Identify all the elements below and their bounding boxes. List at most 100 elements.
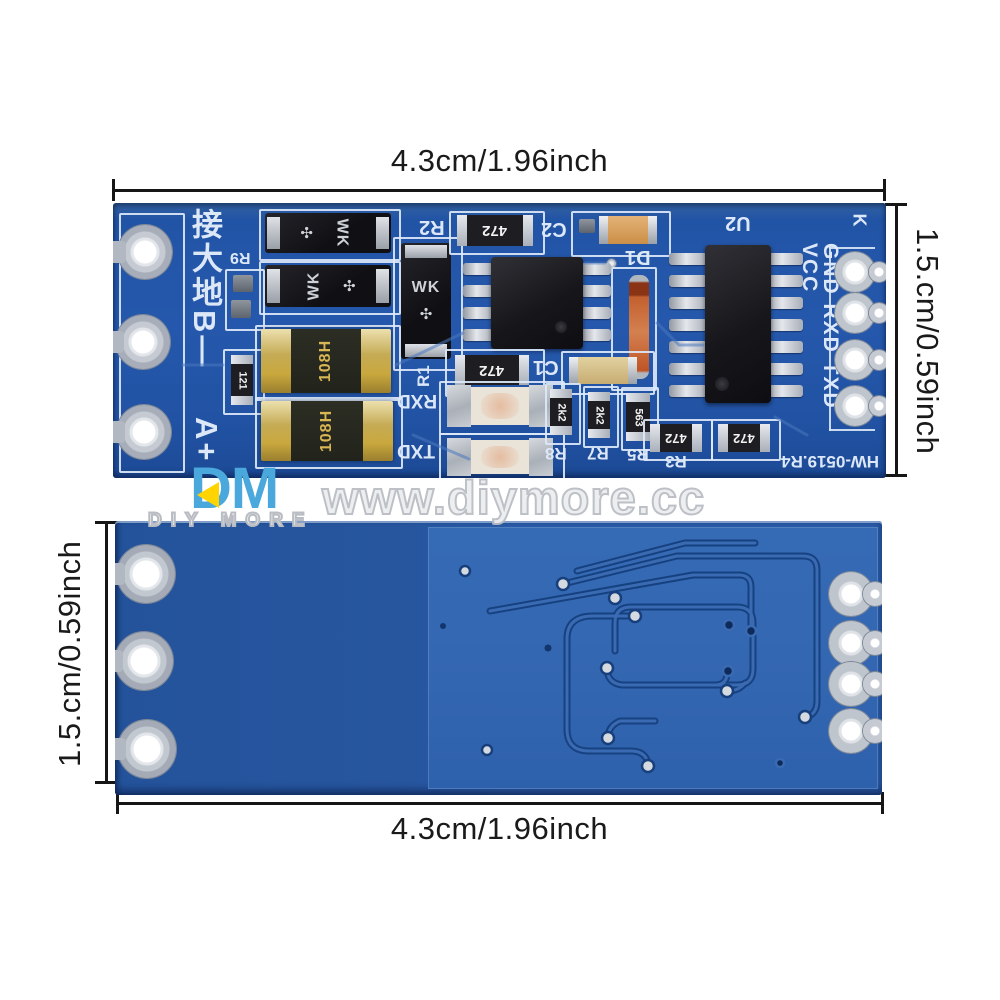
ic-soic16 (705, 245, 771, 403)
ic-lead (463, 263, 493, 275)
fuse: 108H (261, 401, 393, 461)
ic-lead (463, 307, 493, 319)
diode: WK ✣ (265, 265, 391, 307)
ic-dimple (555, 321, 567, 333)
silk-box (449, 211, 545, 255)
ic-lead (581, 285, 611, 297)
terminal-pad (113, 405, 171, 459)
silk-box (439, 433, 565, 478)
silk-bracket (829, 247, 831, 431)
ic-lead (463, 329, 493, 341)
ic-lead (581, 329, 611, 341)
dimension-tick (95, 781, 117, 784)
header-pad-hole (869, 396, 886, 416)
vias (440, 564, 813, 774)
logo-triangle-icon (197, 482, 219, 508)
diode-logo-icon: ✣ (343, 278, 356, 295)
pcb-front-view: 接大地B— A+ R9 121 ✣ WK WK ✣ WK ✣ 108H (113, 203, 886, 478)
dimension-top-label: 4.3cm/1.96inch (390, 143, 609, 178)
front-traces (181, 261, 809, 461)
dimension-left-line (105, 523, 108, 783)
silk-box (711, 419, 781, 461)
resistor: 472 (457, 215, 533, 246)
ic-lead (669, 385, 707, 397)
diode-logo-icon: ✣ (419, 306, 433, 323)
header-pad-hole (869, 303, 886, 323)
fuse-end (363, 401, 393, 461)
fuse-body: 108H (291, 329, 361, 393)
fuse-end (261, 329, 291, 393)
smd-component (233, 275, 253, 292)
ic-lead (765, 385, 803, 397)
dimension-bottom-line (117, 802, 883, 805)
resistor: 472 (718, 424, 770, 452)
silk-bracket (829, 247, 875, 249)
header-pad (835, 386, 875, 426)
dimension-top-line (113, 189, 884, 192)
fuse-body: 108H (291, 401, 363, 461)
ic-lead (765, 275, 803, 287)
dimension-tick (95, 521, 117, 524)
ic-lead (669, 253, 707, 265)
ic-lead (581, 263, 611, 275)
header-pad-hole (863, 672, 882, 696)
resistor: 563 (626, 393, 650, 441)
silk-box (545, 383, 581, 445)
watermark-site: www.diymore.cc (321, 470, 706, 525)
diode-logo-icon: ✣ (300, 225, 313, 242)
silk-box (259, 209, 401, 261)
dimension-right-line (895, 205, 898, 476)
header-pad (835, 252, 875, 292)
terminal-pad (113, 225, 172, 279)
capacitor (599, 216, 657, 244)
dimension-tick (885, 474, 907, 477)
ic-dimple (715, 377, 729, 391)
ic-lead (765, 253, 803, 265)
diode: ✣ WK (265, 213, 391, 253)
led-rxd (447, 385, 553, 427)
terminal-label-a-plus: A+ (189, 417, 224, 464)
capacitor (569, 357, 637, 384)
silk-box (255, 397, 403, 469)
ic-soic8 (491, 257, 583, 349)
silk-box (571, 211, 671, 257)
header-pad (835, 340, 875, 380)
silk-box (583, 386, 619, 448)
ic-lead (463, 285, 493, 297)
silk-box (259, 261, 401, 315)
brand-name: DIY MORE (147, 509, 314, 532)
silk-box (611, 267, 657, 391)
ic-lead (765, 363, 803, 375)
diode-melf (629, 275, 649, 379)
dimension-tick (885, 203, 907, 206)
via (607, 259, 616, 268)
ic-lead (765, 341, 803, 353)
fuse: 108H (261, 329, 391, 393)
dimension-tick (881, 792, 884, 814)
resistor: 121 (231, 355, 253, 405)
ic-lead (765, 319, 803, 331)
terminal-pad (113, 315, 170, 369)
dimension-tick (112, 179, 115, 201)
resistor: 2k2 (588, 392, 610, 438)
dimension-tick (883, 179, 886, 201)
resistor: 472 (650, 424, 702, 452)
smd-component (231, 300, 251, 318)
dimension-right-label: 1.5.cm/0.59inch (910, 227, 945, 455)
pcb-back-panel (428, 527, 878, 789)
terminal-pad-back (115, 720, 176, 778)
terminal-pad-back (115, 545, 175, 603)
header-pad-hole (863, 719, 882, 743)
ic-lead (765, 297, 803, 309)
dimension-left-label: 1.5.cm/0.59inch (52, 540, 87, 768)
pcb-back-view (115, 521, 882, 795)
dimension-bottom-label: 4.3cm/1.96inch (390, 811, 609, 846)
terminal-label: 接大地B— (187, 208, 222, 370)
ic-lead (581, 307, 611, 319)
terminal-pad-back (115, 632, 173, 690)
resistor: 2k2 (550, 389, 572, 435)
dimension-tick (116, 792, 119, 814)
led-txd (447, 438, 553, 476)
ic-lead (669, 319, 707, 331)
